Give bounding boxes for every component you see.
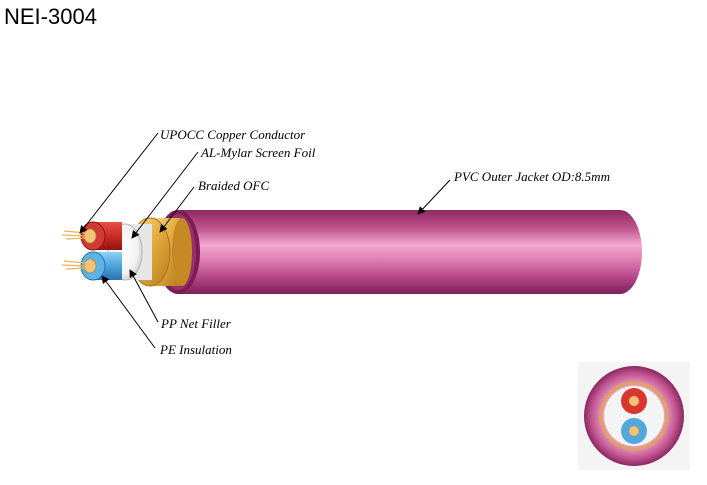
cross-section-inset xyxy=(578,362,690,470)
conductor-label: UPOCC Copper Conductor xyxy=(160,127,306,142)
insulation-label: PE Insulation xyxy=(160,342,232,357)
cross-section-filler xyxy=(604,386,664,446)
red-conductor xyxy=(61,221,122,251)
screen-foil-label: AL-Mylar Screen Foil xyxy=(201,145,316,160)
cross-section-braid xyxy=(599,381,669,451)
jacket-label: PVC Outer Jacket OD:8.5mm xyxy=(454,169,610,184)
filler-leader xyxy=(129,269,159,323)
leader-lines xyxy=(79,132,451,349)
pvc-jacket xyxy=(156,210,642,294)
blue-conductor xyxy=(61,251,122,281)
cross-section-svg xyxy=(584,366,684,466)
page-title: NEI-3004 xyxy=(4,4,97,29)
filler-label: PP Net Filler xyxy=(161,316,231,331)
braid-label: Braided OFC xyxy=(198,178,270,193)
braid-leader xyxy=(159,186,195,233)
insulation-leader xyxy=(101,275,156,349)
screen-foil-leader xyxy=(131,151,199,239)
conductor-leader xyxy=(79,132,159,234)
jacket-leader xyxy=(417,179,451,215)
